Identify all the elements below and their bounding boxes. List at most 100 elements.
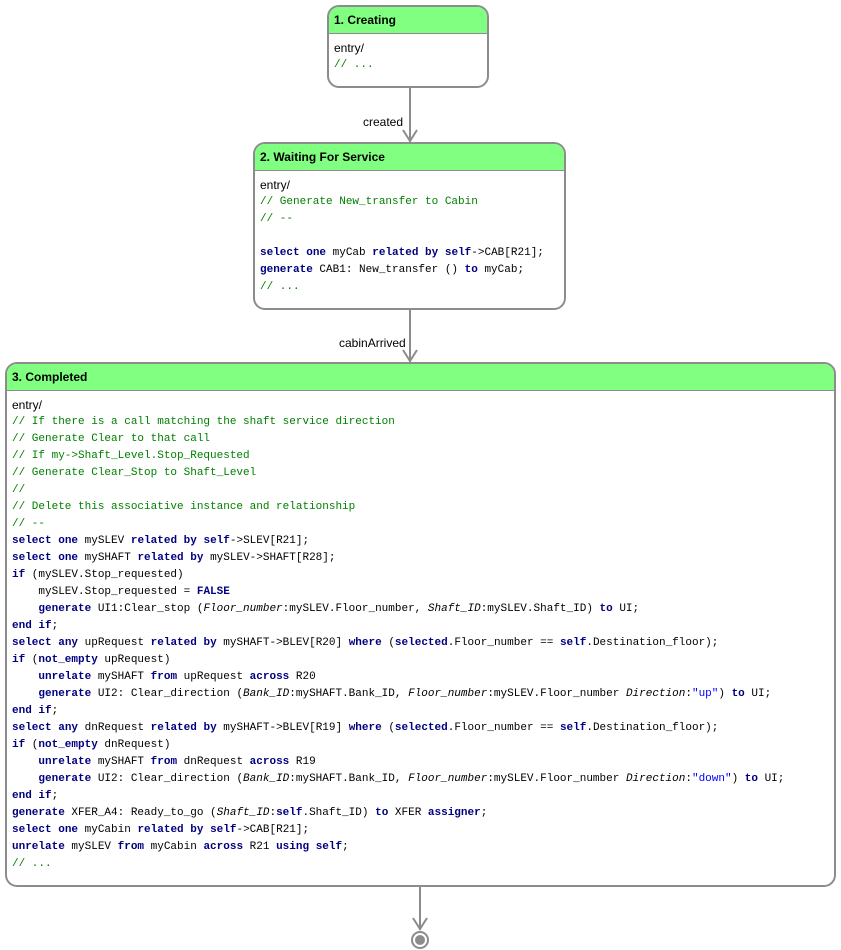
code-keyword: select	[12, 824, 52, 836]
state-creating[interactable]: 1. Creating entry/ // ...	[327, 5, 489, 88]
code-line: // ...	[12, 856, 834, 873]
code-line: if (not_empty upRequest)	[12, 652, 834, 669]
code-keyword: using	[276, 841, 310, 853]
code-text: (	[25, 654, 39, 666]
state-action-body: entry/ // Generate New_transfer to Cabin…	[255, 171, 564, 296]
code-text: ->CAB[R21];	[236, 824, 310, 836]
code-text: UI2: Clear_direction (	[91, 773, 244, 785]
code-keyword: self	[559, 722, 587, 734]
code-line: select any dnRequest related by mySHAFT-…	[12, 720, 834, 737]
state-title: 2. Waiting For Service	[255, 144, 564, 171]
code-comment: // Generate Clear to that call	[12, 433, 211, 445]
code-text: dnRequest)	[97, 739, 171, 751]
state-waiting-for-service[interactable]: 2. Waiting For Service entry/ // Generat…	[253, 142, 566, 310]
code-text	[12, 688, 38, 700]
code-text: mySLEV->SHAFT[R28];	[203, 552, 336, 564]
code-keyword: from	[150, 756, 178, 768]
code-keyword: related by	[137, 824, 204, 836]
code-text: ;	[51, 620, 59, 632]
code-keyword: if	[12, 654, 26, 666]
code-parameter: Direction	[625, 773, 686, 785]
code-text: (mySLEV.Stop_requested)	[25, 569, 184, 581]
code-text: UI;	[757, 773, 785, 785]
state-title: 1. Creating	[329, 7, 487, 34]
code-text: .Shaft_ID)	[302, 807, 376, 819]
code-line	[260, 228, 564, 245]
code-text: ;	[51, 705, 59, 717]
code-comment: // Generate Clear_Stop to Shaft_Level	[12, 467, 257, 479]
code-text: mySLEV.Stop_requested =	[12, 586, 197, 598]
action-code: // ...	[334, 57, 487, 74]
code-parameter: Floor_number	[408, 688, 488, 700]
code-text: UI;	[612, 603, 640, 615]
entry-label: entry/	[12, 398, 43, 412]
code-keyword: self	[444, 247, 472, 259]
code-text: ->SLEV[R21];	[229, 535, 310, 547]
code-comment: // --	[12, 518, 46, 530]
code-line: // If my->Shaft_Level.Stop_Requested	[12, 448, 834, 465]
code-line: generate UI1:Clear_stop (Floor_number:my…	[12, 601, 834, 618]
code-text	[12, 756, 38, 768]
code-keyword: one	[58, 824, 79, 836]
arrowhead-icon	[402, 129, 418, 143]
code-text: ;	[51, 790, 59, 802]
action-code: // Generate New_transfer to Cabin // -- se…	[260, 194, 564, 296]
code-keyword: related by	[150, 637, 217, 649]
code-keyword: related by	[150, 722, 217, 734]
code-keyword: where	[348, 637, 382, 649]
code-line: // --	[260, 211, 564, 228]
code-text	[12, 603, 38, 615]
code-keyword: not_empty	[38, 654, 98, 666]
code-text: .Floor_number ==	[447, 637, 560, 649]
code-text: R20	[289, 671, 316, 683]
code-text: mySHAFT	[91, 671, 151, 683]
code-text: myCab;	[477, 264, 525, 276]
code-comment: // --	[260, 213, 294, 225]
code-text: (	[25, 739, 39, 751]
code-line: select one myCabin related by self->CAB[…	[12, 822, 834, 839]
transition-label-cabin-arrived[interactable]: cabinArrived	[339, 336, 406, 350]
code-comment: // Delete this associative instance and …	[12, 501, 356, 513]
code-keyword: select	[260, 247, 300, 259]
code-keyword: selected	[394, 637, 448, 649]
code-parameter: Floor_number	[408, 773, 488, 785]
code-keyword: assigner	[427, 807, 481, 819]
code-keyword: to	[744, 773, 758, 785]
code-text: )	[731, 773, 745, 785]
code-keyword: generate	[12, 807, 65, 819]
code-keyword: self	[559, 637, 587, 649]
code-text: UI2: Clear_direction (	[91, 688, 244, 700]
code-text: dnRequest	[78, 722, 151, 734]
code-text: mySHAFT	[78, 552, 138, 564]
code-keyword: selected	[394, 722, 448, 734]
code-text: mySLEV	[78, 535, 131, 547]
code-text: mySHAFT->BLEV[R19]	[216, 722, 349, 734]
code-keyword: one	[58, 552, 79, 564]
code-text: myCabin	[78, 824, 138, 836]
code-text: upRequest	[78, 637, 151, 649]
code-keyword: unrelate	[12, 841, 65, 853]
transition-label-created[interactable]: created	[363, 115, 404, 129]
code-line: unrelate mySLEV from myCabin across R21 …	[12, 839, 834, 856]
state-completed[interactable]: 3. Completed entry/ // If there is a cal…	[5, 362, 836, 887]
final-state-icon[interactable]	[411, 931, 429, 949]
code-parameter: Bank_ID	[243, 688, 290, 700]
code-text: upRequest	[177, 671, 250, 683]
code-keyword: select	[12, 722, 52, 734]
code-text: UI1:Clear_stop (	[91, 603, 204, 615]
code-text: (	[381, 637, 395, 649]
code-text	[309, 841, 316, 853]
code-text: R21	[243, 841, 277, 853]
code-keyword: not_empty	[38, 739, 98, 751]
code-text: mySLEV	[64, 841, 118, 853]
code-keyword: select	[12, 637, 52, 649]
code-line: end if;	[12, 618, 834, 635]
code-line: generate UI2: Clear_direction (Bank_ID:m…	[12, 686, 834, 703]
code-line: // Generate New_transfer to Cabin	[260, 194, 564, 211]
code-keyword: across	[203, 841, 244, 853]
code-line: unrelate mySHAFT from dnRequest across R…	[12, 754, 834, 771]
code-line: // Delete this associative instance and …	[12, 499, 834, 516]
code-line: generate UI2: Clear_direction (Bank_ID:m…	[12, 771, 834, 788]
code-keyword: generate	[38, 603, 92, 615]
